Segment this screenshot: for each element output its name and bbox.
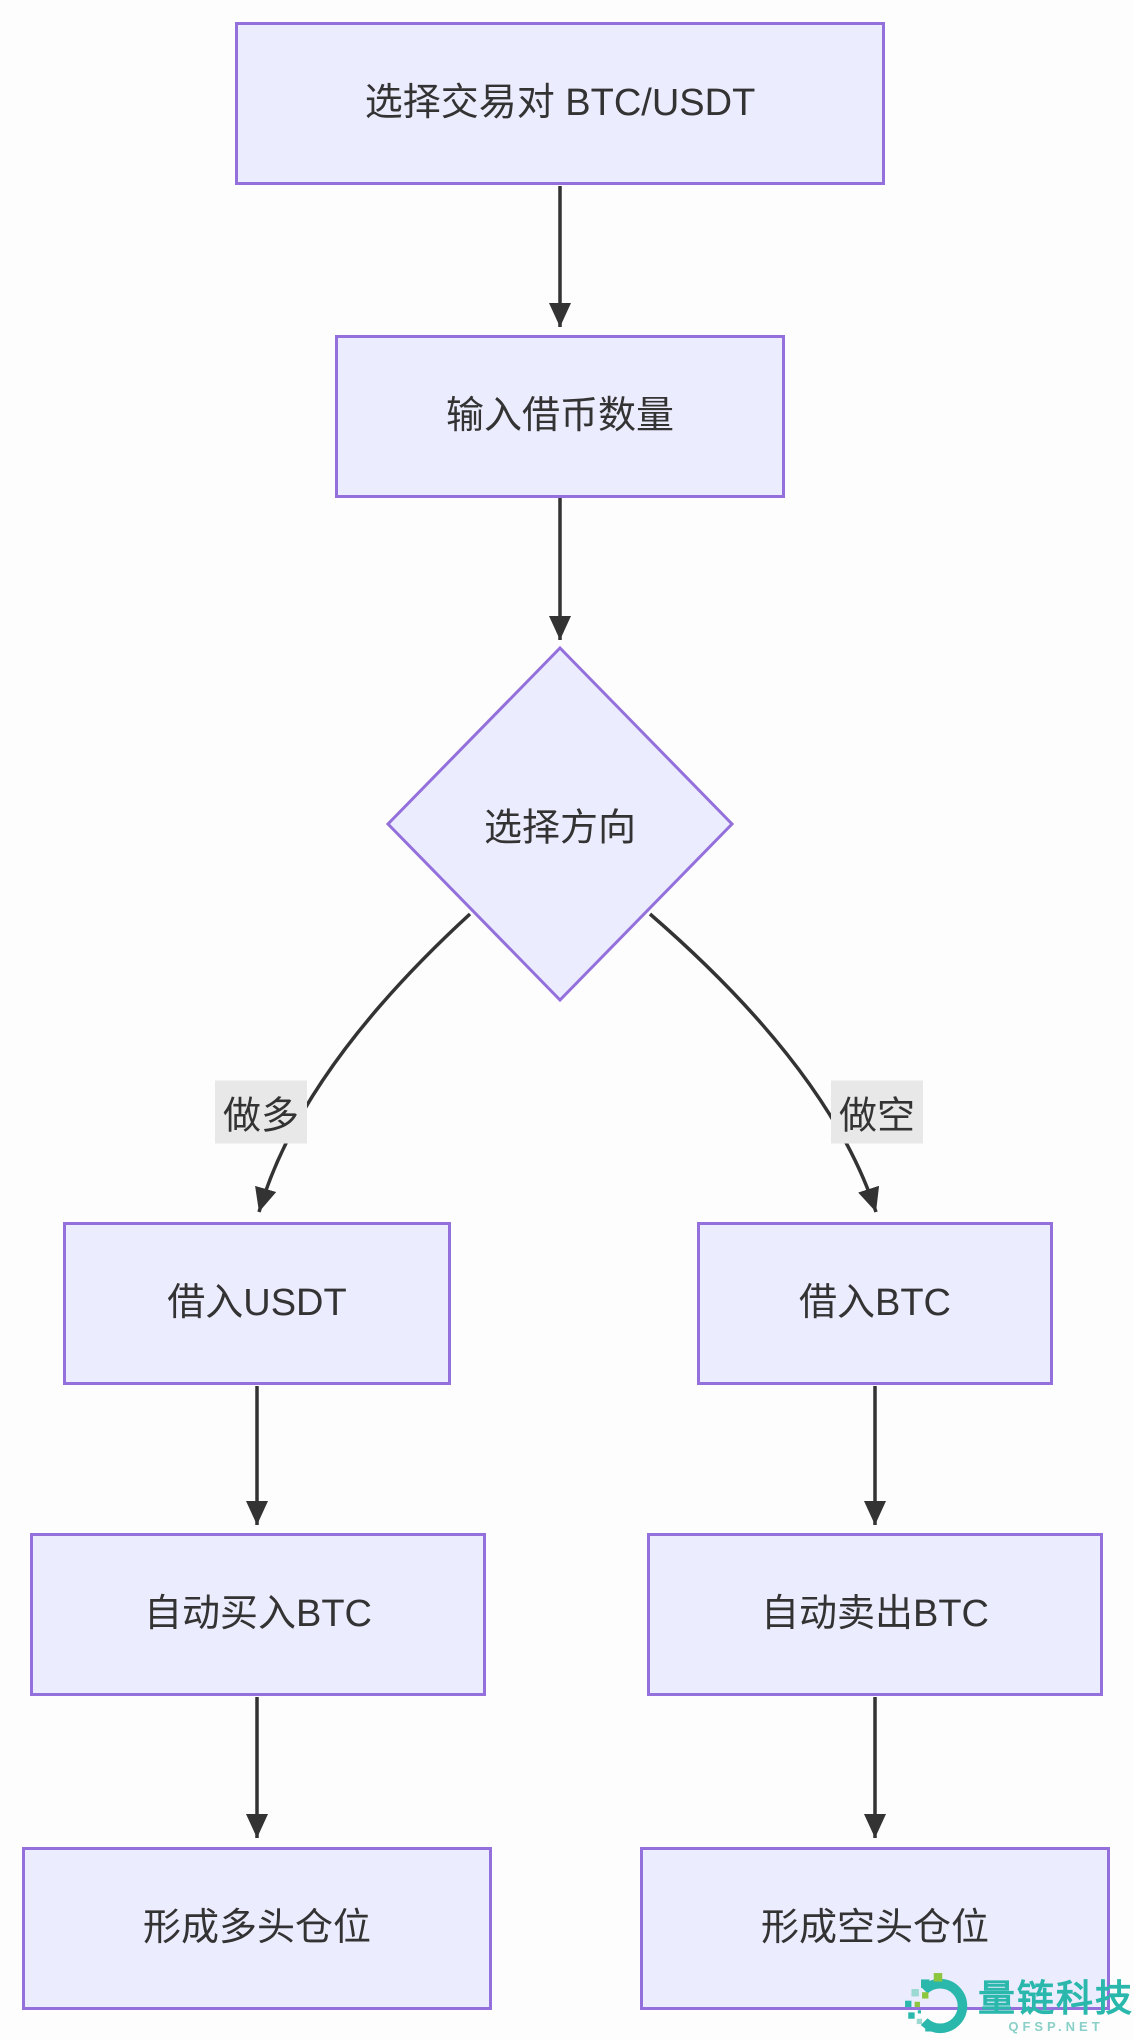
- brand-name: 量链科技: [978, 1977, 1134, 2019]
- node-borrow-btc: 借入BTC: [697, 1222, 1053, 1385]
- brand-logo-icon: [905, 1973, 968, 2034]
- node-borrow-usdt: 借入USDT: [63, 1222, 451, 1385]
- node-auto-buy-btc: 自动买入BTC: [30, 1533, 486, 1696]
- flow-arrow-long-branch: [255, 912, 472, 1213]
- node-select-pair: 选择交易对 BTC/USDT: [235, 22, 885, 185]
- brand-site: QFSP.NET: [1008, 2019, 1104, 2035]
- edge-label-long: 做多: [214, 1080, 308, 1144]
- edge-label-short: 做空: [830, 1080, 924, 1144]
- node-long-position: 形成多头仓位: [22, 1847, 492, 2010]
- node-auto-sell-btc: 自动卖出BTC: [647, 1533, 1103, 1696]
- node-choose-direction-label: 选择方向: [483, 807, 637, 850]
- decision-diamond-shape: [385, 645, 735, 1003]
- node-short-position: 形成空头仓位: [640, 1847, 1110, 2010]
- node-input-borrow-amount: 输入借币数量: [335, 335, 785, 498]
- flow-arrow-short-branch: [648, 912, 880, 1213]
- brand-watermark: 量链科技 QFSP.NET: [904, 1972, 1134, 2040]
